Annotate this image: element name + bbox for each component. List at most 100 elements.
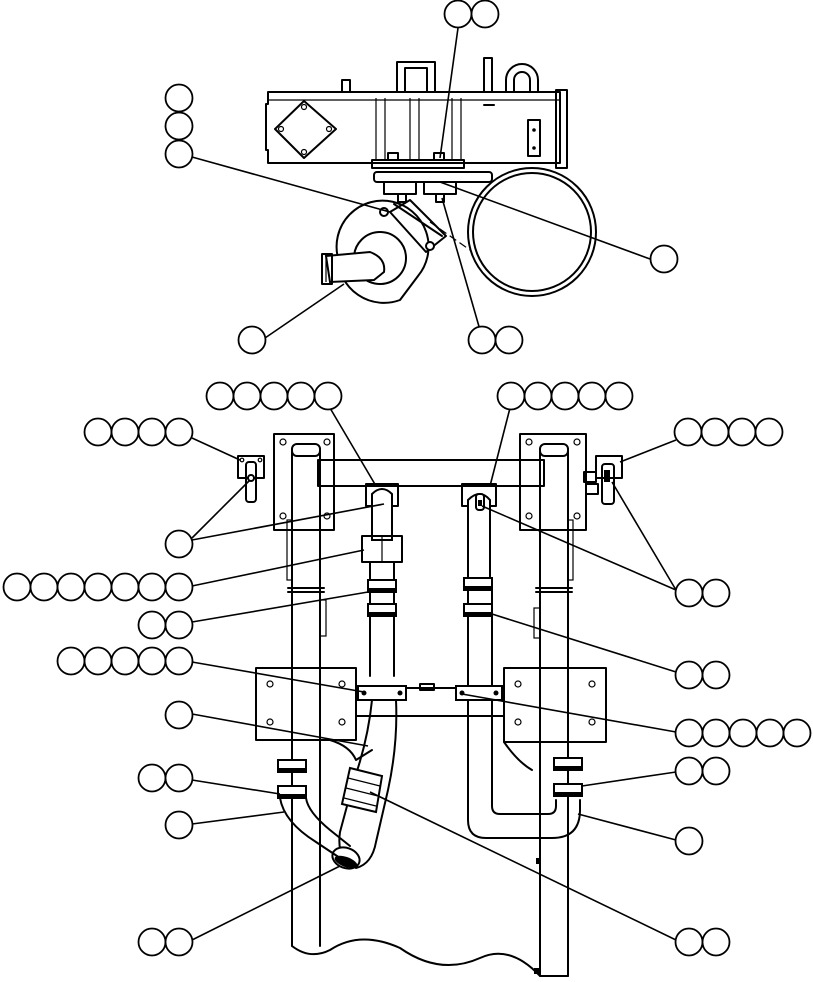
callout-bubble	[674, 660, 704, 690]
slot-bolt	[532, 146, 536, 150]
leader-line	[461, 693, 677, 733]
callout-bubble	[29, 572, 59, 602]
leader-line	[191, 549, 365, 587]
callout-bubble	[728, 718, 758, 748]
leader-line	[191, 591, 369, 623]
access-plate	[274, 100, 337, 159]
lifting-eye	[505, 63, 539, 93]
plate-bolt	[525, 512, 533, 520]
leader-line	[264, 283, 345, 339]
leader-line	[611, 481, 677, 591]
plate-bolt	[266, 718, 274, 726]
callout-bubble	[137, 646, 167, 676]
fitting-band	[554, 792, 582, 796]
side-slot	[527, 119, 541, 157]
leader-line	[619, 439, 677, 463]
leader-line	[191, 503, 385, 541]
plate-bolt	[300, 103, 308, 111]
plate-bolt	[266, 680, 274, 688]
fitting-band	[278, 794, 306, 798]
plate-bolt	[573, 512, 581, 520]
right-nipple-core	[478, 500, 482, 506]
callout-bubble	[470, 0, 500, 29]
right-tube-cap	[539, 443, 569, 457]
callout-bubble	[467, 325, 497, 355]
callout-bubble	[110, 417, 140, 447]
callout-bubble	[164, 529, 194, 559]
tube-mark	[536, 858, 540, 864]
pump-mount-assembly	[265, 57, 597, 304]
callout-bubble	[259, 381, 289, 411]
callout-bubble	[137, 927, 167, 957]
hidden-line	[429, 221, 471, 251]
callout-bubble	[110, 646, 140, 676]
clamp-block	[383, 181, 417, 195]
plate-bolt	[573, 438, 581, 446]
housing-body	[265, 91, 561, 164]
callout-bubble	[164, 572, 194, 602]
leader-line	[329, 407, 377, 487]
pipe-ring-inner	[472, 172, 592, 292]
callout-bubble	[701, 756, 731, 786]
frame-hose-assembly	[237, 433, 623, 977]
right-gusset	[503, 741, 533, 771]
callout-bubble	[523, 381, 553, 411]
callout-bubble	[83, 417, 113, 447]
plate-bolt	[588, 718, 596, 726]
callout-bubble	[2, 572, 32, 602]
fitting-band	[464, 612, 492, 616]
mid-bracket	[419, 683, 435, 691]
right-clip-tab	[585, 483, 599, 495]
callout-bubble	[286, 381, 316, 411]
leader-line	[191, 437, 241, 461]
left-hose-diagonal	[338, 699, 398, 869]
cross-member	[317, 459, 545, 487]
clip-rivet	[239, 457, 245, 463]
right-lower-plate	[503, 667, 607, 743]
plate-bolt	[525, 438, 533, 446]
outlet-flange	[321, 253, 333, 285]
leader-line	[191, 779, 281, 795]
right-clip-hole	[604, 470, 610, 482]
callout-bubble	[496, 381, 526, 411]
callout-bubble	[701, 927, 731, 957]
callout-bubble	[164, 646, 194, 676]
callout-bubble	[83, 572, 113, 602]
callout-bubble	[674, 578, 704, 608]
callout-bubble	[755, 718, 785, 748]
plate-bolt	[588, 680, 596, 688]
top-fitting	[341, 79, 351, 93]
nut	[387, 152, 399, 161]
callout-bubble	[56, 646, 86, 676]
fitting-band	[368, 588, 396, 592]
plate-bolt	[338, 718, 346, 726]
sleeve-rib	[345, 787, 379, 797]
top-pipe	[483, 57, 493, 93]
callout-bubble	[137, 763, 167, 793]
callout-bubble	[701, 578, 731, 608]
pump-outlet	[324, 250, 386, 284]
plate-bolt	[323, 438, 331, 446]
callout-bubble	[110, 572, 140, 602]
left-gusset	[329, 739, 373, 761]
callout-bubble	[782, 718, 812, 748]
leader-line	[481, 505, 677, 591]
bracket-plate	[371, 159, 465, 169]
callout-bubble	[137, 572, 167, 602]
left-clip-pin	[245, 461, 257, 503]
callout-bubble	[137, 417, 167, 447]
sleeve-rib	[347, 777, 381, 787]
leader-line	[191, 713, 369, 747]
callout-bubble	[550, 381, 580, 411]
top-valve-inner	[404, 67, 428, 93]
callout-bubble	[232, 381, 262, 411]
callout-bubble	[313, 381, 343, 411]
leader-line	[191, 156, 391, 213]
right-clip-tab	[583, 471, 597, 483]
fitting-band	[278, 768, 306, 772]
right-main-tube	[539, 449, 569, 977]
leader-line	[191, 479, 251, 539]
tube-strap	[286, 519, 293, 581]
callout-bubble	[674, 756, 704, 786]
